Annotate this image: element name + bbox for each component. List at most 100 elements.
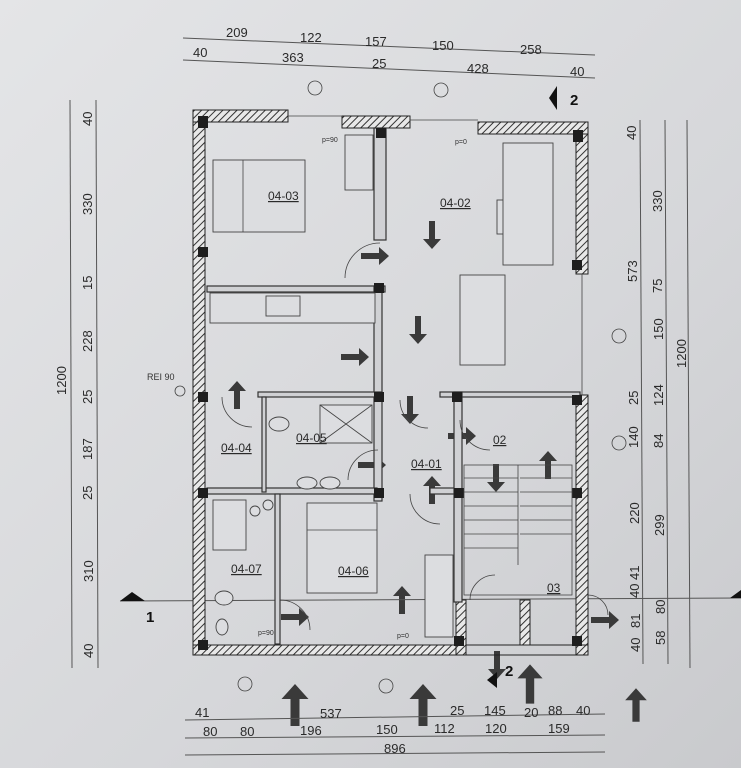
dim-label: 88 — [548, 703, 562, 718]
dim-label: 25 — [372, 56, 386, 71]
dim-label: 25 — [626, 391, 641, 405]
room-label: 04-04 — [221, 441, 252, 455]
bed — [212, 159, 306, 233]
dim-label: 157 — [365, 34, 387, 49]
door-swing — [459, 419, 491, 451]
washbasin — [319, 476, 341, 490]
dim-label: 145 — [484, 703, 506, 718]
dim-label: 41 — [627, 566, 642, 580]
arrow-icon — [228, 381, 246, 409]
window-marker — [433, 82, 449, 98]
annotations: REI 90 p=90 p=0 p=90 p=0 1 2 2 — [120, 80, 741, 694]
dim-label: 40 — [624, 126, 639, 140]
dim-label: 112 — [434, 721, 455, 736]
room-label: 04-02 — [440, 196, 471, 210]
dim-total: 1200 — [54, 366, 69, 395]
room-label: 03 — [547, 581, 561, 595]
dim-label: 40 — [627, 584, 642, 598]
room-label: 04-06 — [338, 564, 369, 578]
dim-label: 220 — [627, 502, 642, 524]
dim-label: 299 — [652, 514, 667, 536]
door-swing — [409, 493, 441, 525]
window-marker — [237, 676, 253, 692]
cabinets — [502, 142, 554, 266]
dim-total: 896 — [384, 741, 406, 756]
arrow-icon — [341, 348, 369, 366]
wardrobe — [344, 134, 374, 191]
dim-label: 150 — [376, 722, 398, 737]
door-width-label: p=0 — [455, 139, 467, 146]
dim-label: 120 — [485, 721, 507, 736]
bottom-dimensions: 41 537 25 145 20 88 40 80 80 196 150 112… — [195, 703, 590, 756]
dim-label: 58 — [653, 631, 668, 645]
section-marker-icon — [487, 672, 497, 688]
washbasin — [215, 618, 229, 636]
arrow-icon — [401, 396, 419, 424]
room-label: 04-07 — [231, 562, 262, 576]
door-swing — [347, 449, 379, 481]
door-width-label: p=90 — [322, 137, 338, 144]
door-swing — [279, 599, 311, 631]
dim-label: 150 — [432, 38, 454, 53]
window-marker — [611, 435, 627, 451]
dim-label: 258 — [520, 42, 542, 57]
dim-label: 20 — [524, 705, 538, 720]
window-marker — [378, 678, 394, 694]
room-label: 04-03 — [268, 189, 299, 203]
room-labels: 04-03 04-02 04-04 04-05 04-01 02 04-07 0… — [221, 189, 561, 595]
dim-label: 84 — [651, 434, 666, 448]
section-label: 2 — [570, 92, 578, 109]
room-label: 04-05 — [296, 431, 327, 445]
left-dimensions: 1200 40 330 15 228 25 187 25 310 40 — [54, 112, 96, 658]
door-swing — [587, 594, 609, 616]
dim-label: 330 — [650, 190, 665, 212]
section-marker-icon — [120, 592, 145, 601]
dim-label: 537 — [320, 706, 342, 721]
dim-label: 159 — [548, 721, 570, 736]
closet — [424, 554, 454, 638]
door-swing — [399, 399, 429, 429]
dim-label: 25 — [80, 390, 95, 404]
dim-label: 80 — [653, 600, 668, 614]
room-label: 02 — [493, 433, 507, 447]
window-marker — [611, 328, 627, 344]
arrow-icon — [423, 221, 441, 249]
dim-label: 40 — [570, 64, 584, 79]
columns — [198, 116, 583, 650]
arrow-icon — [281, 684, 309, 726]
toilet — [214, 590, 234, 606]
arrow-icon — [409, 316, 427, 344]
section-label: 2 — [505, 663, 513, 680]
dim-label: 15 — [80, 276, 95, 290]
exterior-walls — [192, 109, 589, 656]
dim-label: 330 — [80, 193, 95, 215]
door-width-label: p=90 — [258, 630, 274, 637]
right-dimensions: 40 573 25 140 220 41 40 81 40 330 75 150… — [624, 126, 689, 652]
dim-label: 81 — [628, 614, 643, 628]
toilet — [268, 416, 290, 432]
dim-total: 1200 — [674, 339, 689, 368]
dim-label: 124 — [651, 384, 666, 406]
dim-label: 40 — [193, 45, 207, 60]
furniture — [209, 134, 554, 638]
dim-label: 228 — [80, 330, 95, 352]
dim-label: 40 — [80, 112, 95, 126]
door-swing — [221, 396, 253, 428]
dim-label: 310 — [81, 560, 96, 582]
washbasin — [296, 476, 318, 490]
arrow-icon — [488, 651, 506, 679]
dim-label: 80 — [240, 724, 254, 739]
dim-label: 428 — [467, 61, 489, 76]
dim-label: 187 — [80, 438, 95, 460]
dim-label: 573 — [625, 260, 640, 282]
dim-label: 25 — [80, 486, 95, 500]
dim-label: 75 — [650, 279, 665, 293]
bed — [306, 502, 378, 594]
dim-label: 140 — [626, 426, 641, 448]
section-marker-icon — [549, 86, 557, 110]
fire-rating-symbol — [174, 385, 186, 397]
arrow-icon — [361, 247, 389, 265]
dim-label: 122 — [300, 30, 322, 45]
section-label: 1 — [146, 609, 154, 626]
